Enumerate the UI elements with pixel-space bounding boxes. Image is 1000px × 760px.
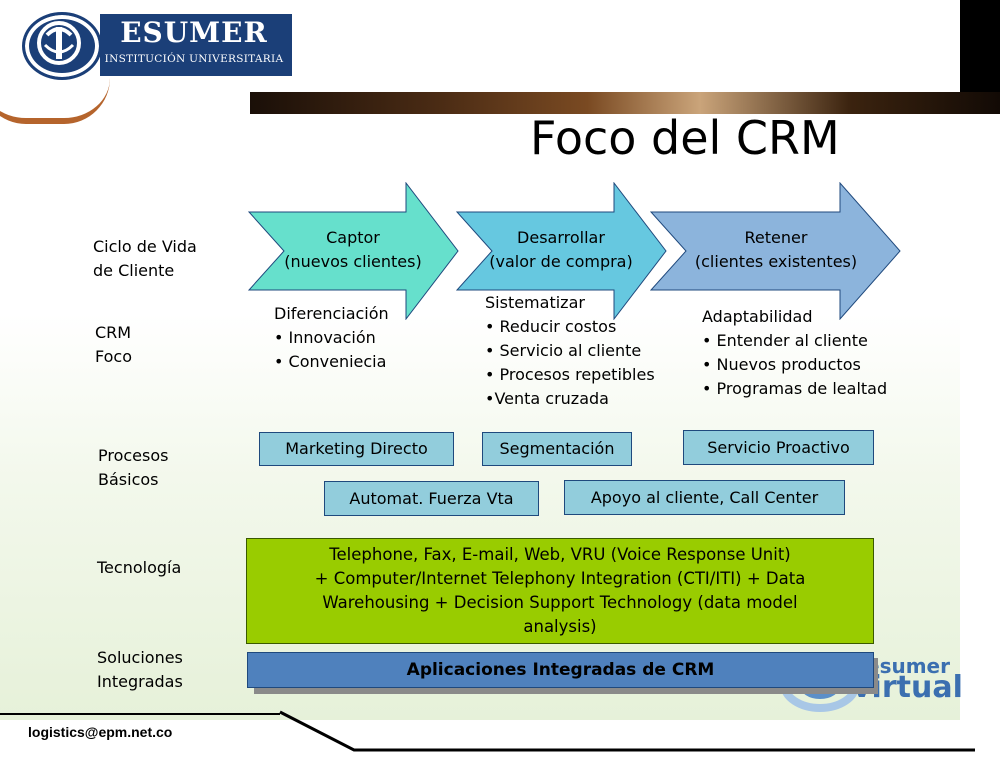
stage-retener-label: Retener(clientes existentes) xyxy=(694,228,858,271)
row-label-technology: Tecnología xyxy=(97,558,182,577)
technology-box: Telephone, Fax, E-mail, Web, VRU (Voice … xyxy=(246,538,874,644)
process-segmentacion: Segmentación xyxy=(482,432,632,466)
esumer-logo xyxy=(100,14,292,76)
stage-captor-label: Captor(nuevos clientes) xyxy=(284,228,422,271)
focus-diferenciacion: Diferenciación • Innovación • Convenieci… xyxy=(274,304,389,371)
process-marketing-directo: Marketing Directo xyxy=(259,432,454,466)
footer-email: logistics@epm.net.co xyxy=(28,724,173,740)
focus-sistematizar: Sistematizar • Reducir costos • Servicio… xyxy=(485,293,655,408)
process-apoyo-cliente: Apoyo al cliente, Call Center xyxy=(564,480,845,515)
process-automat-fuerza-vta: Automat. Fuerza Vta xyxy=(324,481,539,516)
watermark-word1: esumer xyxy=(866,654,950,678)
stage-arrow-retener xyxy=(650,182,902,320)
stage-arrow-desarrollar xyxy=(456,182,668,320)
stage-desarrollar-label: Desarrollar(valor de compra) xyxy=(489,228,633,271)
brand-subtitle: INSTITUCIÓN UNIVERSITARIA xyxy=(104,53,284,65)
esumer-seal-icon xyxy=(22,12,102,80)
process-servicio-proactivo: Servicio Proactivo xyxy=(683,430,874,465)
orange-swoosh xyxy=(0,78,110,124)
stage-arrow-captor xyxy=(248,182,460,320)
header-photo-banner xyxy=(250,92,1000,114)
header-black-block xyxy=(960,0,1000,92)
footer-lines xyxy=(0,710,975,752)
solutions-bar: Aplicaciones Integradas de CRM xyxy=(247,652,874,688)
focus-adaptabilidad: Adaptabilidad • Entender al cliente • Nu… xyxy=(702,307,888,398)
brand-name: ESUMER xyxy=(120,16,268,49)
slide-title: Foco del CRM xyxy=(530,111,840,165)
